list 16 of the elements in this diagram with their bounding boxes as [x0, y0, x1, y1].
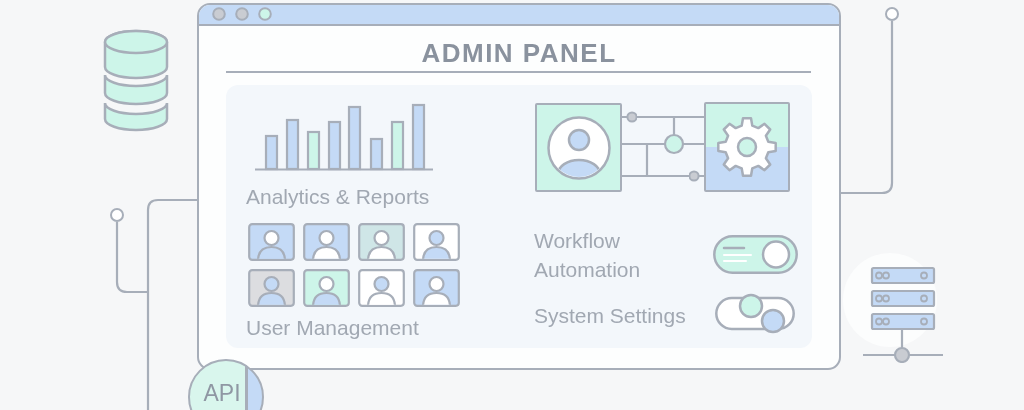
connector-line: [115, 222, 148, 294]
api-label: API: [203, 381, 241, 406]
section-label: Analytics & Reports: [246, 184, 430, 210]
ring-icon: [110, 208, 124, 222]
section-label: System Settings: [534, 303, 686, 329]
section-label: User Management: [246, 315, 419, 341]
window-title: ADMIN PANEL: [421, 38, 617, 68]
section-label: Workflow Automation: [534, 228, 642, 283]
connector-line: [146, 198, 197, 410]
connector-line: [622, 111, 704, 123]
ring-icon: [885, 7, 899, 21]
connector-line: [841, 21, 894, 195]
connector-line: [622, 170, 704, 182]
settings-panel: [704, 102, 790, 192]
connector-line: [622, 142, 704, 146]
profile-panel: [535, 103, 622, 192]
